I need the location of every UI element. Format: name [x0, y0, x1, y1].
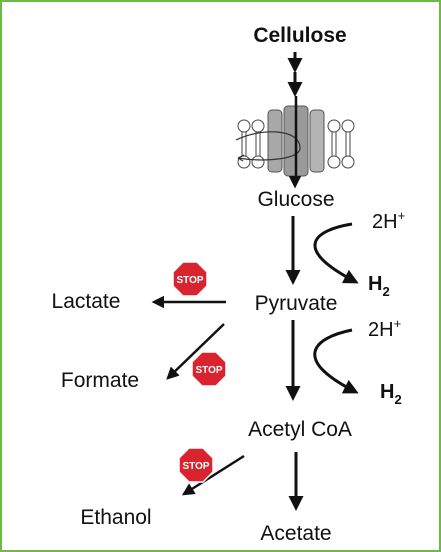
node-ethanol: Ethanol	[80, 506, 151, 529]
svg-text:STOP: STOP	[176, 275, 203, 286]
node-pyruvate: Pyruvate	[255, 292, 338, 315]
node-glucose: Glucose	[257, 188, 334, 211]
h2-label-1: H2	[368, 273, 390, 299]
svg-text:STOP: STOP	[195, 365, 222, 376]
node-acetyl-coa: Acetyl CoA	[248, 418, 352, 441]
node-formate: Formate	[61, 369, 139, 392]
arrow-acetylcoa-ethanol	[181, 454, 245, 496]
stop-sign-icon-formate: STOP	[191, 351, 227, 387]
node-lactate: Lactate	[52, 290, 121, 313]
node-cellulose: Cellulose	[253, 24, 346, 47]
stop-sign-icon-ethanol: STOP	[178, 447, 214, 483]
h2-label-2: H2	[380, 381, 402, 407]
proton-label-2: 2H+	[368, 316, 401, 341]
proton-label-1: 2H+	[372, 208, 405, 233]
membrane-transporter-icon	[235, 96, 355, 178]
svg-text:STOP: STOP	[182, 461, 209, 472]
h2-curve-arrow-2	[313, 328, 359, 394]
stop-sign-icon-lactate: STOP	[172, 261, 208, 297]
arrow-pyruvate-formate	[166, 323, 225, 380]
h2-curve-arrow-1	[313, 222, 359, 284]
node-acetate: Acetate	[260, 522, 331, 545]
